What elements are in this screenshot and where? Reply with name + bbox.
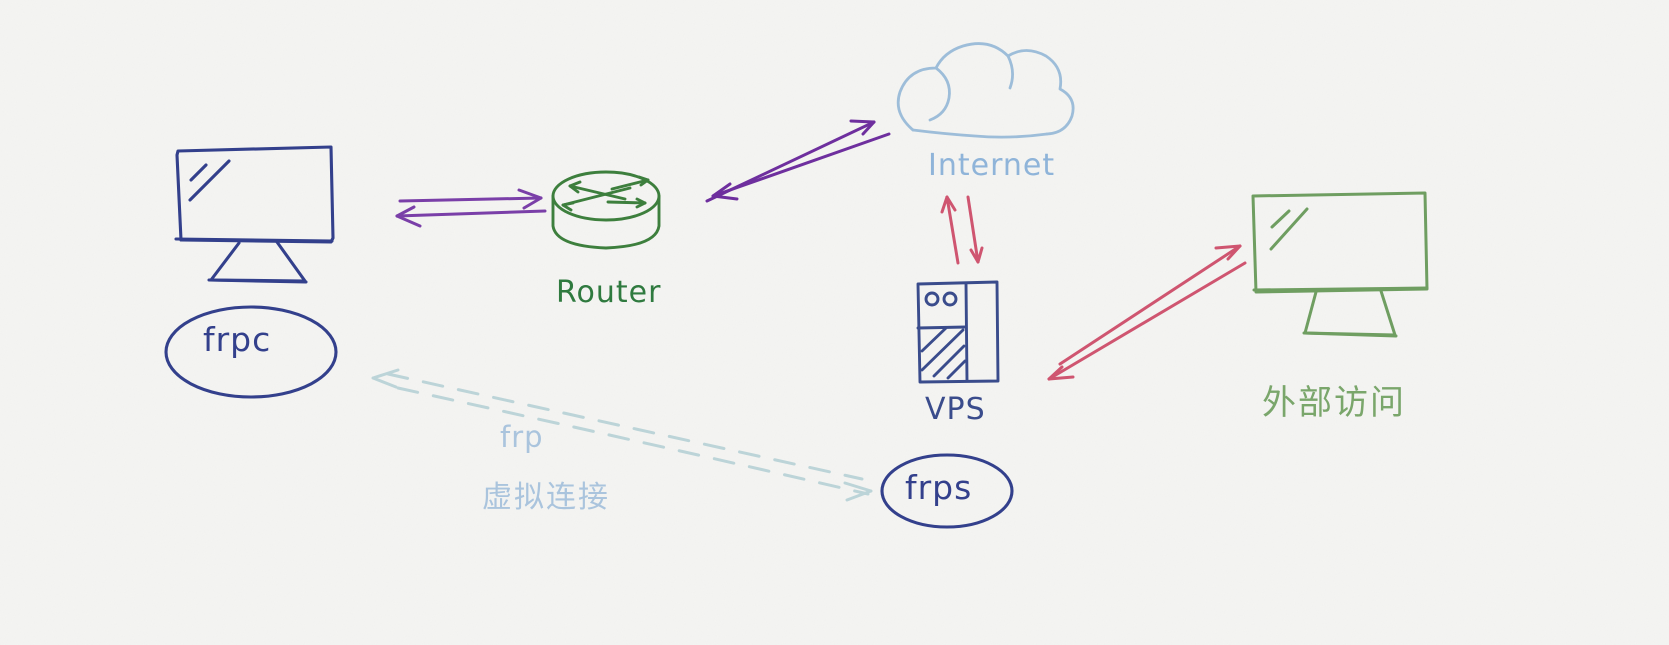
cloud-icon [896,42,1075,139]
connector-internet-vps [940,195,984,265]
connector-router-internet [705,119,891,203]
frps-ellipse [880,453,1014,529]
vps-label: VPS [925,392,986,427]
connector-pc-router [395,188,547,228]
frp-tunnel-arrowheads [371,368,873,502]
monitor-icon-local-pc [174,145,335,284]
frpc-ellipse [164,305,338,399]
external-access-label: 外部访问 [1262,383,1406,423]
router-cylinder-icon [551,170,661,250]
frp-tunnel-label: frp [500,420,544,454]
monitor-icon-external [1251,191,1429,338]
server-icon-vps [916,280,1000,384]
frps-badge-label: frps [905,468,973,507]
internet-label: Internet [928,148,1056,183]
router-label: Router [556,275,662,310]
frpc-badge-label: frpc [203,320,272,359]
connector-vps-external [1047,244,1247,381]
virtual-connection-label: 虚拟连接 [482,480,610,515]
